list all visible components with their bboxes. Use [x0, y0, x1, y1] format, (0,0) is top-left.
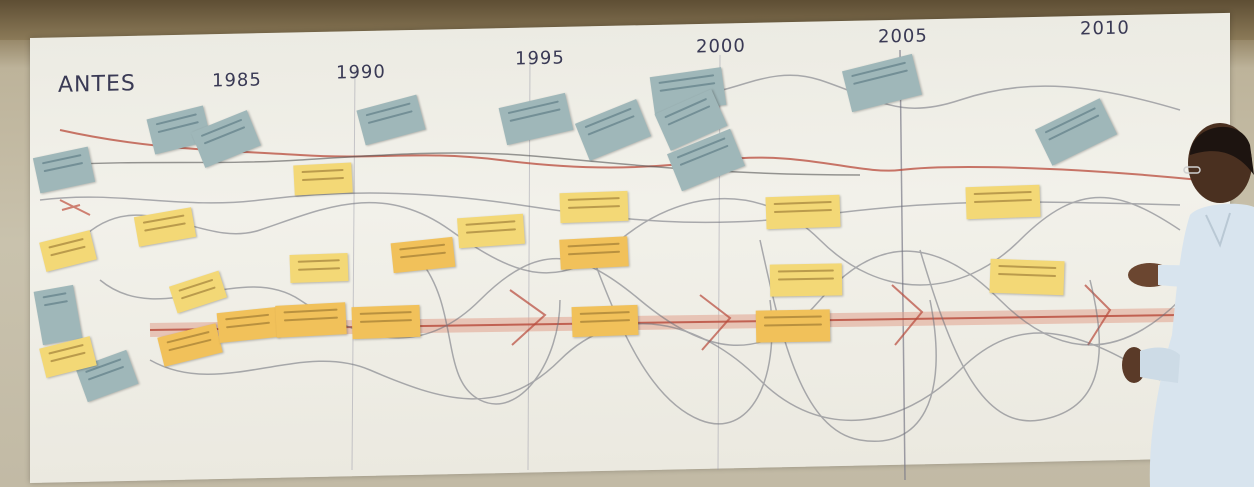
- sticky-note-yellow: [989, 258, 1065, 296]
- sticky-note-yellow: [289, 252, 349, 284]
- year-label-2005: 2005: [878, 25, 928, 48]
- year-label-2000: 2000: [696, 35, 746, 58]
- sticky-note-yellow: [457, 213, 525, 249]
- sticky-note-orange: [571, 304, 639, 338]
- year-label-2010: 2010: [1080, 17, 1130, 40]
- sticky-note-orange: [216, 306, 280, 344]
- presenter-person: [1122, 123, 1254, 487]
- sticky-note-orange: [559, 236, 629, 270]
- sticky-note-orange: [351, 304, 421, 340]
- wall-title: ANTES: [58, 71, 136, 98]
- year-label-1985: 1985: [212, 69, 262, 92]
- sticky-note-yellow: [965, 184, 1041, 220]
- sticky-note-yellow: [293, 162, 353, 196]
- sticky-note-orange: [275, 302, 347, 338]
- year-label-1995: 1995: [515, 47, 565, 70]
- sticky-note-yellow: [765, 194, 841, 230]
- year-label-1990: 1990: [336, 61, 386, 84]
- sticky-note-orange: [755, 309, 831, 343]
- sticky-note-yellow: [559, 190, 629, 224]
- sticky-note-yellow: [769, 263, 843, 297]
